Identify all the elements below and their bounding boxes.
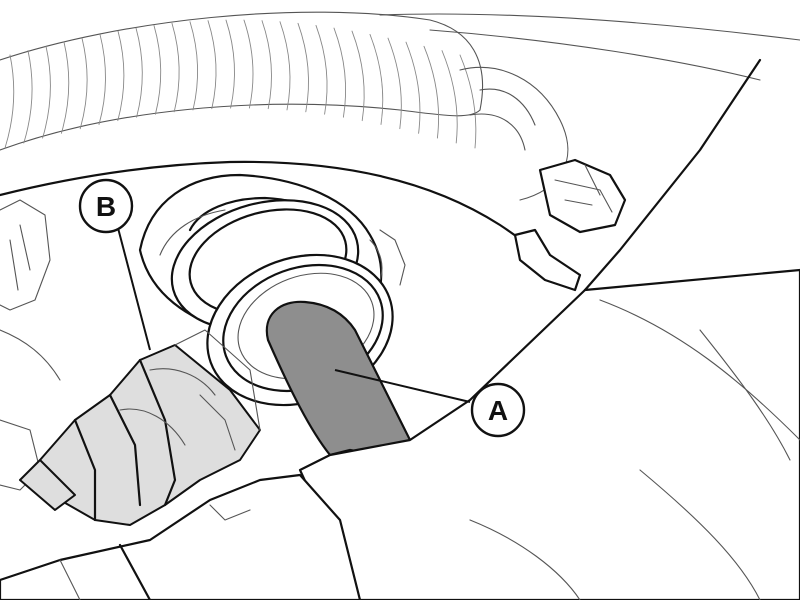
duct-rib: [225, 19, 235, 109]
duct-rib: [351, 30, 365, 122]
duct-rib: [135, 27, 143, 118]
duct-rib: [333, 27, 347, 118]
duct-rib: [153, 24, 162, 115]
callout-b: B: [78, 178, 151, 351]
corrugated-duct: [0, 11, 484, 151]
duct-rib: [441, 50, 458, 144]
duct-rib: [117, 30, 125, 122]
callout-a-label: A: [488, 395, 508, 426]
duct-rib: [4, 54, 15, 149]
callout-a-leader: [334, 369, 471, 403]
callout-a: A: [334, 369, 526, 438]
duct-rib: [207, 20, 217, 110]
callout-a-circle: [470, 382, 526, 438]
duct-rib: [189, 21, 199, 111]
duct-rib: [171, 22, 180, 113]
callout-b-label: B: [96, 191, 116, 222]
duct-rib: [79, 37, 88, 130]
duct-rib: [405, 41, 421, 134]
cover-panel: [298, 268, 800, 600]
callout-b-leader: [117, 227, 151, 351]
duct-rib: [423, 45, 440, 139]
lamp-socket: [138, 173, 406, 332]
duct-rib: [60, 41, 70, 134]
connector: [19, 329, 261, 526]
housing-top-right: [379, 13, 800, 292]
duct-rib: [279, 21, 291, 111]
duct-rib: [315, 24, 328, 115]
duct-rib: [243, 19, 254, 109]
housing-clip: [513, 228, 582, 292]
callout-b-circle: [78, 178, 134, 234]
duct-rib: [297, 22, 309, 113]
duct-rib: [98, 33, 106, 125]
duct-rib: [23, 50, 33, 144]
lower-bracket: [0, 473, 362, 600]
duct-rib: [42, 45, 51, 139]
duct-rib: [261, 20, 272, 110]
duct-rib: [459, 54, 477, 149]
duct-rib: [369, 33, 384, 125]
duct-rib: [387, 37, 402, 130]
